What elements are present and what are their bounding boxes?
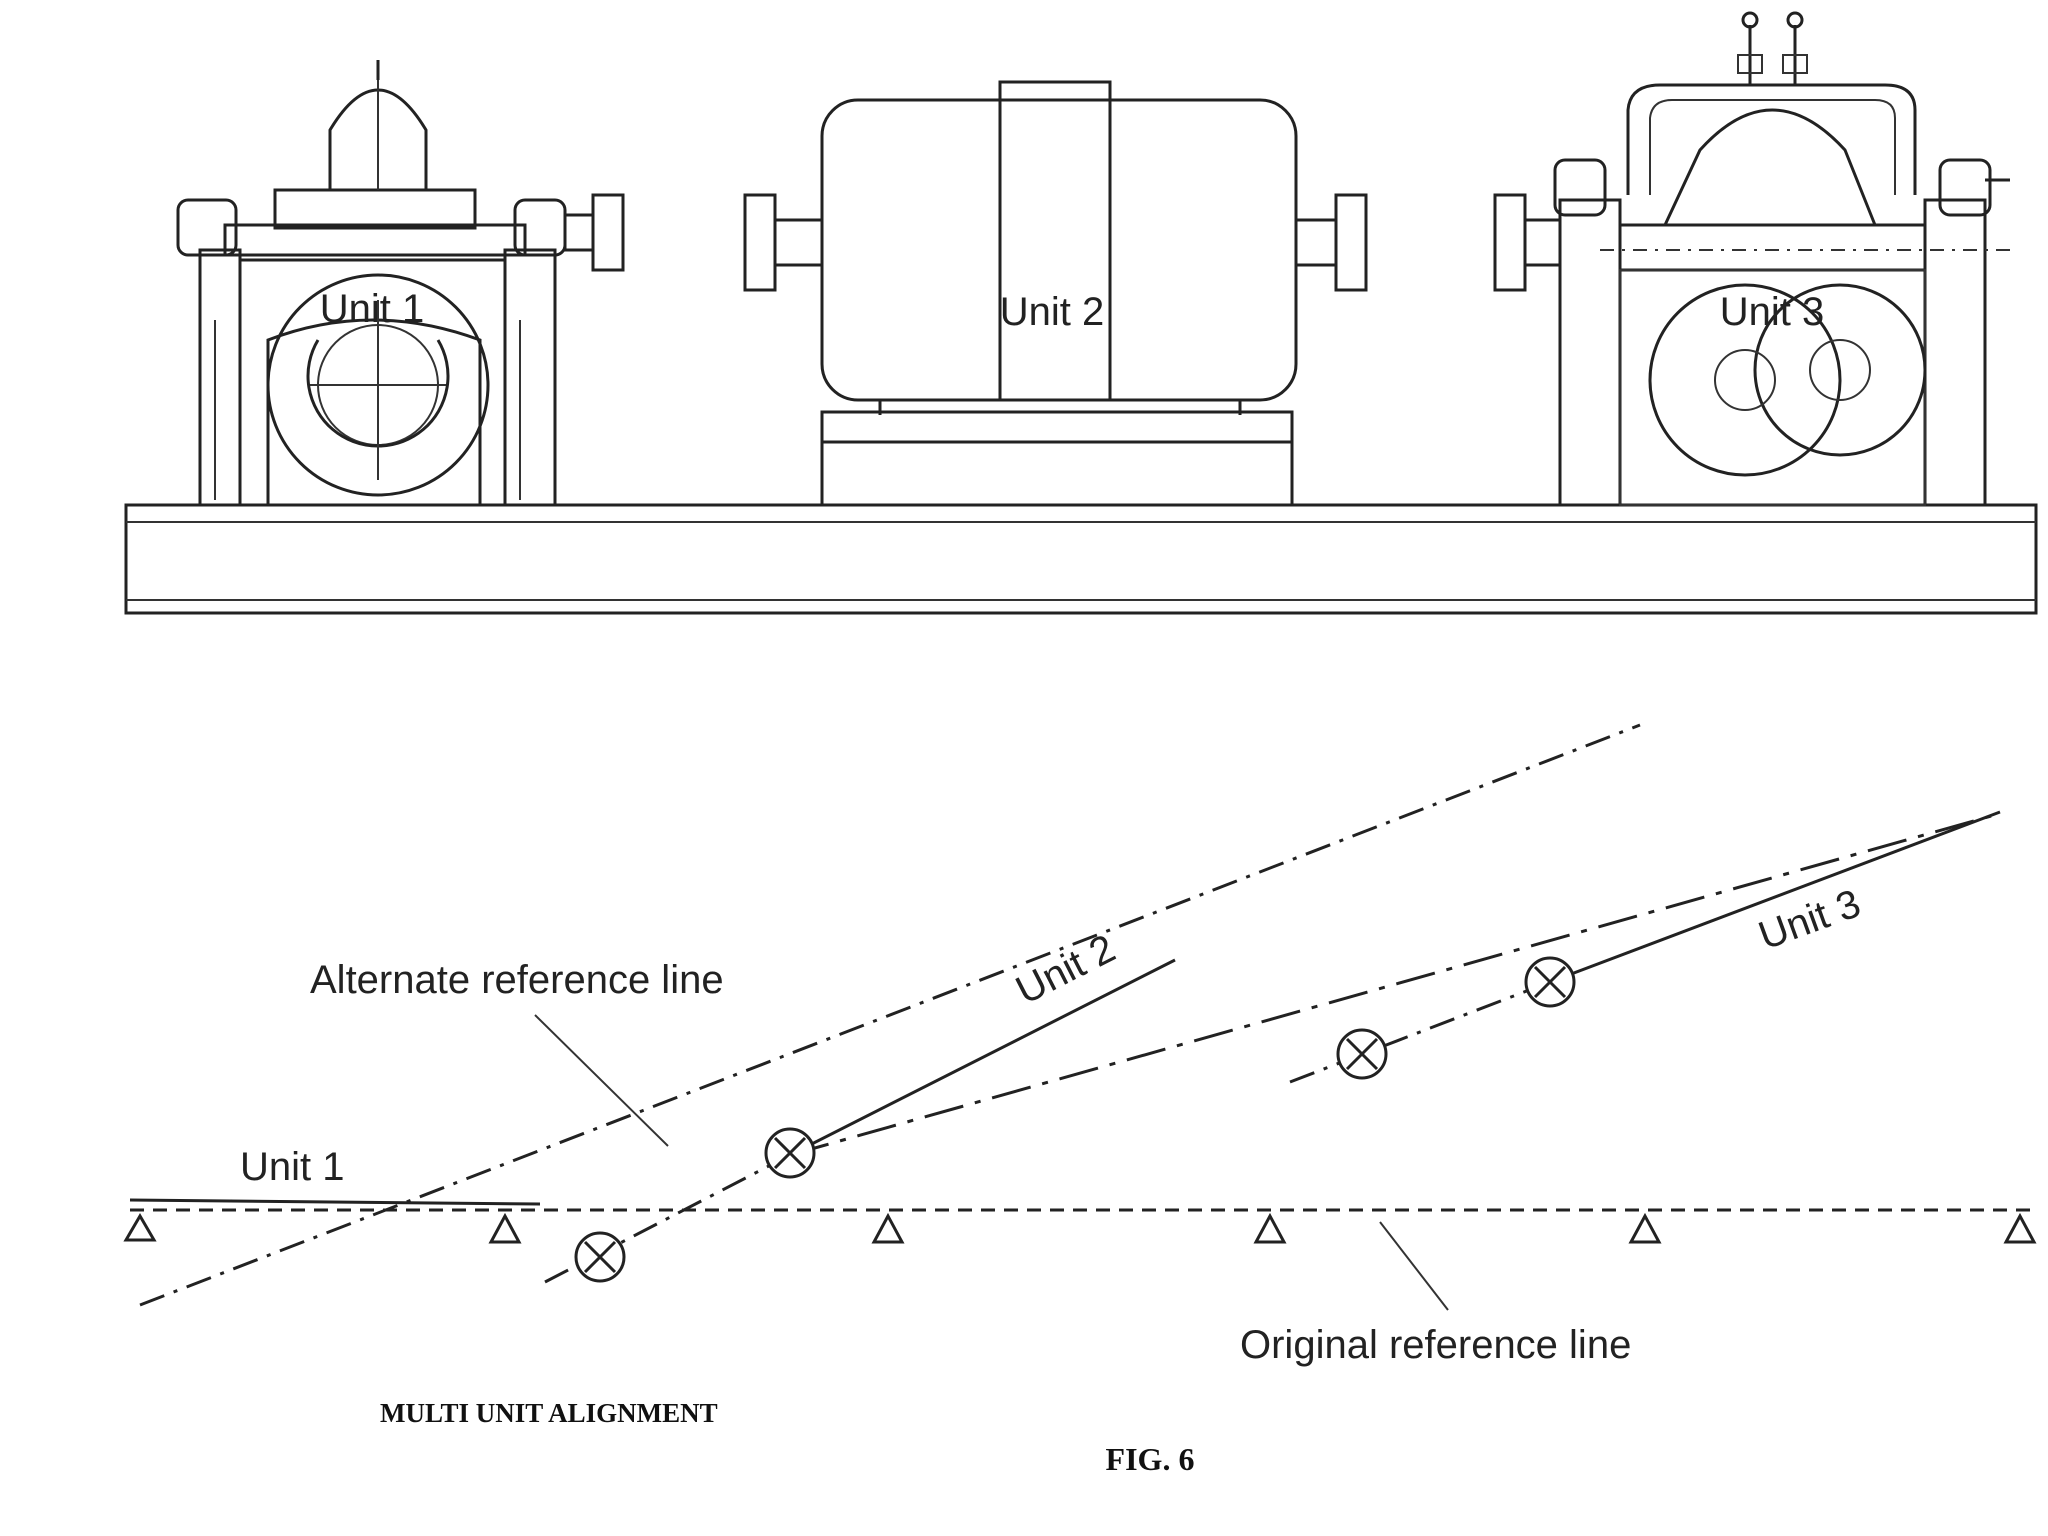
unit-1-machine [176,60,625,507]
unit-2-machine-label: Unit 2 [1000,290,1105,334]
unit-1-line-label: Unit 1 [240,1145,345,1189]
alternate-reference-line [139,723,1641,1307]
original-reference-leader [1379,1221,1449,1311]
unit-3-line-extension [1289,980,1551,1084]
measurement-points [574,956,1576,1283]
unit-2-line [789,958,1176,1157]
unit-1-line [129,1198,541,1206]
unit-3-line-label: Unit 3 [1753,881,1866,958]
measurement-point-unit-3-a [1336,1028,1388,1080]
baseplate [124,503,2038,615]
measurement-point-unit-3-b [1524,956,1576,1008]
alternate-reference-leader [534,1014,669,1147]
measurement-point-unit-2 [764,1127,816,1179]
unit-2-line-extension [544,1153,791,1284]
unit-3-reference-line [789,813,1996,1157]
measurement-point-unit-1 [574,1231,626,1283]
caption-title: MULTI UNIT ALIGNMENT [380,1398,718,1428]
support-markers [123,1212,2037,1244]
original-reference-line-label: Original reference line [1240,1323,1631,1367]
unit-3-machine-label: Unit 3 [1720,290,1825,334]
unit-1-machine-label: Unit 1 [320,287,425,331]
alternate-reference-line-label: Alternate reference line [310,958,724,1002]
unit-2-machine [743,80,1368,507]
alignment-graph: Unit 1 Unit 2 Unit 3 Alternate reference… [123,723,2037,1367]
figure-number: FIG. 6 [1106,1441,1195,1477]
unit-3-line [1549,810,2001,984]
machine-train-drawing: Unit 1 Unit 2 Unit 3 [124,11,2038,615]
unit-2-line-label: Unit 2 [1009,926,1122,1013]
unit-3-machine [1493,11,2010,507]
